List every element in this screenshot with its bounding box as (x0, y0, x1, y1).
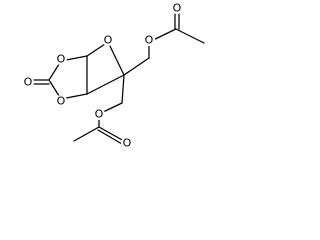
atom-o8-label: O (123, 137, 132, 150)
atom-o6-label: O (173, 2, 182, 15)
atom-o2: O (55, 53, 67, 66)
atom-o6-bg (171, 2, 183, 14)
atom-o3: O (55, 95, 67, 108)
atom-o6: O (171, 2, 183, 15)
bond-c7-o8-a (98, 126, 125, 142)
atom-o8-bg (121, 137, 133, 149)
atom-o7: O (93, 108, 105, 121)
atom-o3-bg (55, 95, 67, 107)
atom-o8: O (121, 137, 133, 150)
chemical-structure-diagram: O O O O O O O O (22, 2, 205, 150)
atom-layer: O O O O O O O O (22, 2, 183, 150)
atom-o7-bg (93, 108, 105, 120)
bond-layer (32, 10, 205, 145)
atom-o4-label: O (104, 34, 113, 47)
atom-o1: O (22, 76, 34, 89)
atom-o1-label: O (24, 76, 33, 89)
bond-cq-ch2-upper (123, 57, 150, 76)
bond-c7-o8-b (97, 129, 123, 145)
bond-c7-me7 (73, 126, 100, 142)
atom-o5-bg (143, 34, 155, 46)
bond-c5-me5 (175, 28, 205, 44)
bond-cb-cq (86, 74, 125, 95)
bond-o4-cq (107, 41, 125, 76)
bond-cq-ch2-lower (121, 74, 125, 104)
atom-o2-bg (55, 53, 67, 65)
atom-o4-bg (102, 34, 114, 46)
atom-o2-label: O (57, 53, 66, 66)
atom-o5: O (143, 34, 155, 47)
atom-o5-label: O (145, 34, 154, 47)
atom-o3-label: O (57, 95, 66, 108)
atom-o1-bg (22, 76, 34, 88)
atom-o7-label: O (95, 108, 104, 121)
atom-o4: O (102, 34, 114, 47)
